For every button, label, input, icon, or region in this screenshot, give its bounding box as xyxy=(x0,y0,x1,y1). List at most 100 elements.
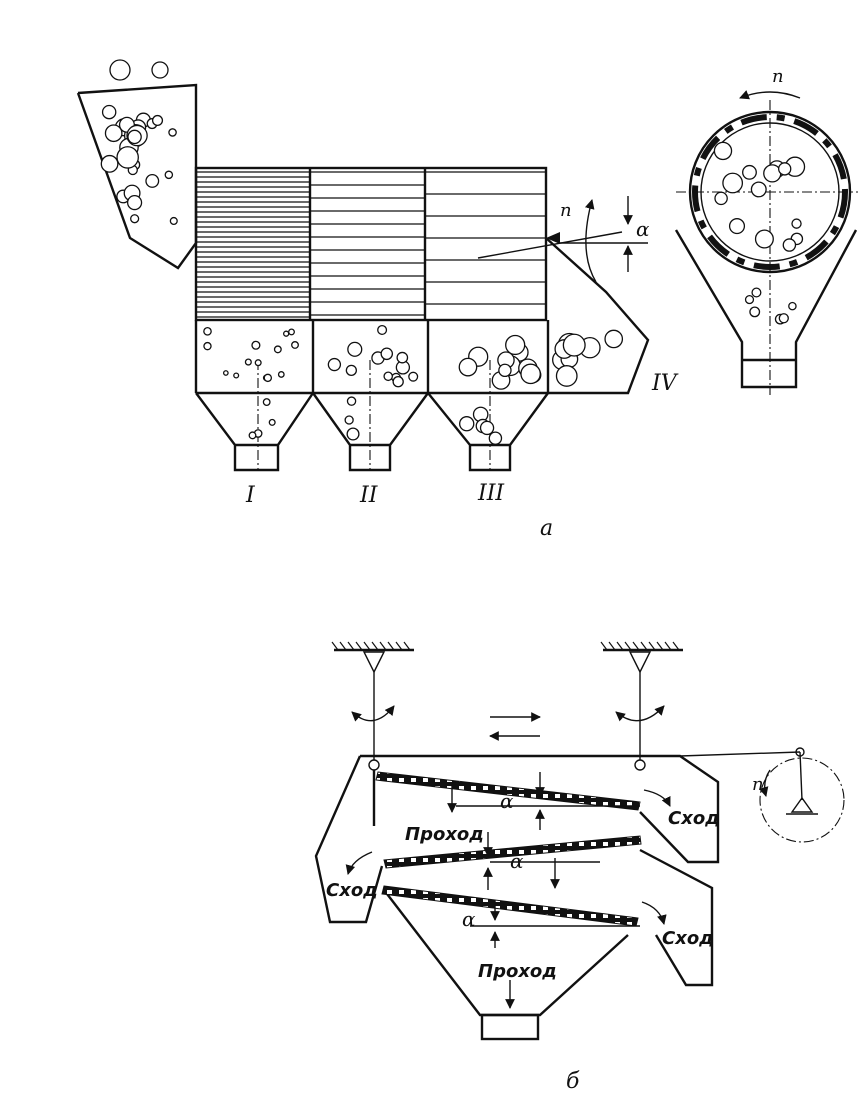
particle xyxy=(498,363,512,378)
outlet-label-1: I xyxy=(245,483,256,508)
hatch-line xyxy=(608,641,616,651)
hatch-line xyxy=(363,641,371,651)
particle xyxy=(742,164,757,180)
particle xyxy=(273,345,282,354)
hatch-line xyxy=(640,641,648,651)
particle xyxy=(458,357,478,377)
particle xyxy=(347,341,363,357)
particle xyxy=(749,306,761,318)
particle xyxy=(104,124,123,143)
outlet-label-4: IV xyxy=(651,371,679,396)
pass-label-1: Проход xyxy=(405,824,484,845)
particle xyxy=(203,341,212,351)
ceiling-supports xyxy=(331,641,683,771)
particle xyxy=(116,146,139,169)
sieve-deck-2 xyxy=(383,835,642,869)
angle-label-3: α xyxy=(462,907,476,931)
particle xyxy=(714,191,728,206)
particle xyxy=(291,341,299,349)
particle xyxy=(244,358,252,366)
hatch-line xyxy=(624,641,632,651)
particle xyxy=(268,418,276,426)
particle xyxy=(459,416,475,432)
particle xyxy=(782,238,797,252)
deck-angles: α α α xyxy=(456,772,640,948)
particle xyxy=(713,141,733,161)
drum-screen-body xyxy=(194,166,623,322)
particle xyxy=(345,364,358,376)
sieve-deck-1 xyxy=(375,771,641,811)
particle xyxy=(479,420,495,436)
rotation-label: n xyxy=(560,200,572,221)
particle xyxy=(555,365,578,387)
angle-label-2: α xyxy=(510,849,524,873)
hatch-line xyxy=(395,641,403,651)
particle xyxy=(251,340,261,350)
diagram-b-vibrating-screen: α α α Сход Проход Сход Сход Проход xyxy=(314,641,845,1094)
hatch-line xyxy=(632,641,640,651)
hatch-line xyxy=(616,641,624,651)
particle xyxy=(222,370,229,376)
hatch-line xyxy=(656,641,664,651)
drive-rotation-label: n xyxy=(752,774,764,795)
particle xyxy=(750,181,767,198)
particle xyxy=(145,174,160,188)
angle-label: α xyxy=(636,217,650,241)
oversize-label-3: Сход xyxy=(662,928,714,949)
particle xyxy=(604,329,624,349)
hatch-line xyxy=(347,641,355,651)
particle xyxy=(505,334,526,356)
caption-b: б xyxy=(566,1069,580,1094)
sieve-deck-3 xyxy=(381,885,639,927)
particle xyxy=(164,170,174,180)
angle-label-1: α xyxy=(500,789,514,813)
particle xyxy=(130,214,140,224)
particle xyxy=(408,371,419,382)
particle xyxy=(288,328,295,336)
outlet-label-3: III xyxy=(477,481,505,506)
hatch-line xyxy=(379,641,387,651)
oversize-label-1: Сход xyxy=(668,808,720,829)
particle xyxy=(346,396,357,406)
particle xyxy=(233,372,240,379)
particle xyxy=(488,431,503,445)
section-rotation-label: n xyxy=(772,66,784,87)
particle xyxy=(344,415,354,425)
angle-indicator: α xyxy=(560,196,650,272)
particle xyxy=(168,128,177,137)
particle xyxy=(562,333,586,357)
oversize-label-2: Сход xyxy=(326,880,378,901)
particle xyxy=(751,287,762,298)
particle xyxy=(254,359,262,367)
hatch-line xyxy=(403,641,411,651)
collection-bins xyxy=(194,237,650,472)
particle xyxy=(754,229,774,249)
particle xyxy=(203,327,212,336)
particle xyxy=(722,172,744,194)
hatch-line xyxy=(371,641,379,651)
sieve-decks xyxy=(375,771,642,927)
crank-drive: n xyxy=(752,747,845,843)
particle xyxy=(377,324,388,336)
particle xyxy=(520,363,541,385)
particle xyxy=(396,351,409,364)
particle xyxy=(744,294,755,305)
outlet-label-2: II xyxy=(359,483,379,508)
particle xyxy=(127,129,142,145)
particle xyxy=(327,357,342,372)
hatch-line xyxy=(600,641,608,651)
flow-arrows xyxy=(345,786,671,1009)
particle xyxy=(248,431,257,440)
screen-housing xyxy=(314,751,801,1041)
particle xyxy=(346,427,360,441)
particle xyxy=(383,371,394,382)
diagram-a-drum-screen: n α I xyxy=(76,59,679,541)
feed-hopper xyxy=(76,59,198,270)
particle xyxy=(788,301,797,311)
particle xyxy=(262,398,271,406)
particle xyxy=(169,216,178,226)
particle xyxy=(277,371,285,378)
particle xyxy=(109,59,131,81)
particle xyxy=(151,114,164,127)
